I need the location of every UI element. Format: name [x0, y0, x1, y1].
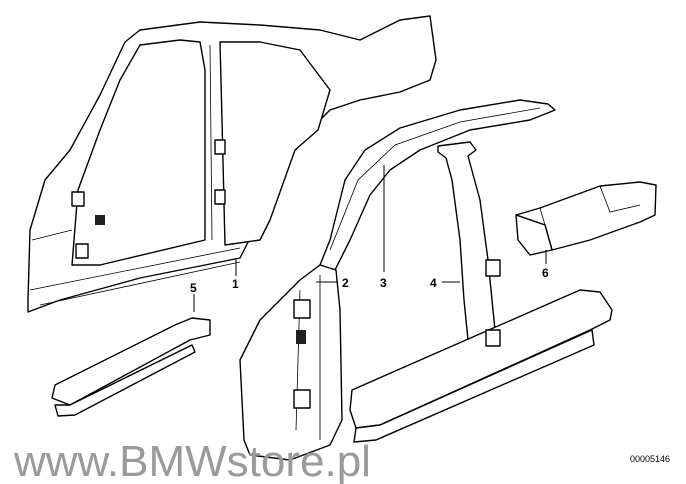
part-label-6[interactable]: 6	[542, 266, 549, 280]
part-2-a-pillar[interactable]	[239, 264, 343, 461]
part-1-side-frame[interactable]	[27, 15, 437, 313]
part-label-1[interactable]: 1	[232, 277, 239, 291]
part-label-5[interactable]: 5	[190, 281, 197, 295]
part-5-front-sill[interactable]	[51, 317, 211, 417]
part-label-2[interactable]: 2	[342, 276, 349, 290]
part-6-rear-sill[interactable]	[515, 181, 657, 256]
part-label-3[interactable]: 3	[380, 276, 387, 290]
part-4-b-pillar[interactable]	[349, 141, 613, 443]
part-3-roof-rail[interactable]	[317, 99, 556, 271]
part-label-4[interactable]: 4	[430, 276, 437, 290]
watermark: www.BMWstore.pl	[13, 437, 371, 484]
diagram-code: 00005146	[630, 454, 670, 464]
